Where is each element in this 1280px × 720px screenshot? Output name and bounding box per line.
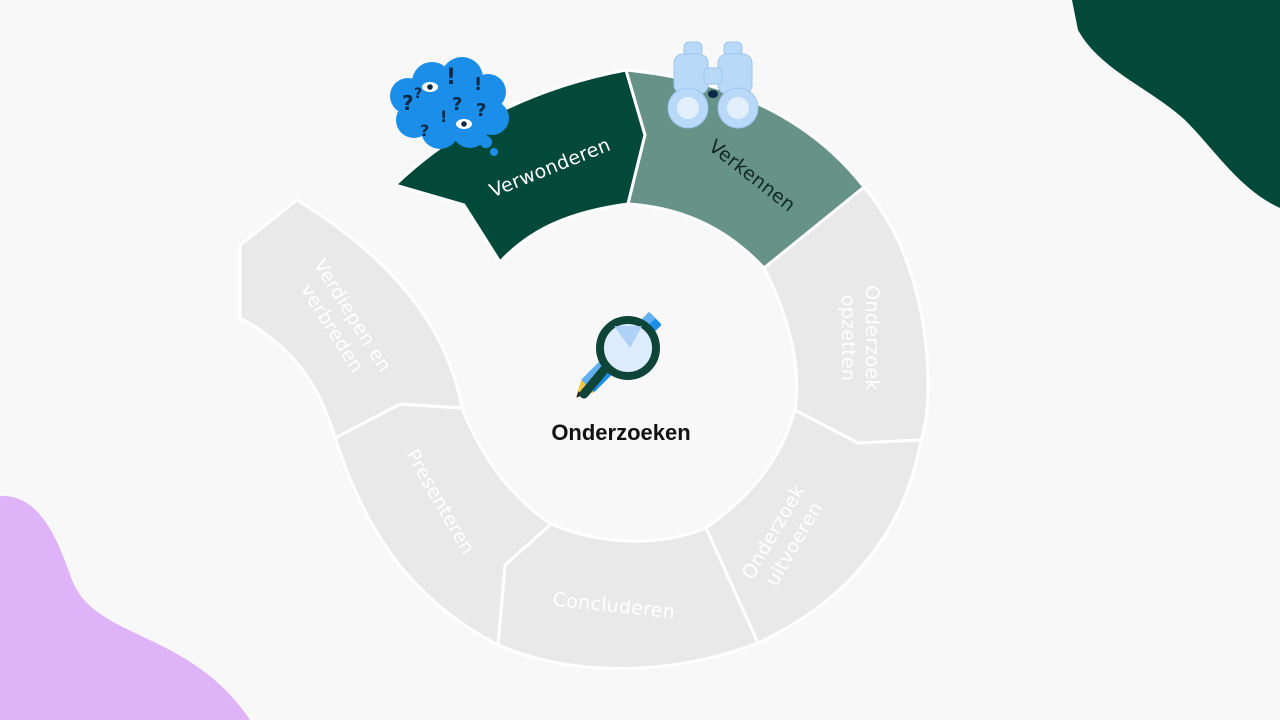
- purple-corner-blob: [0, 495, 250, 720]
- segment-presenteren[interactable]: [333, 402, 553, 647]
- thought-cloud-icon: ? ! ! ? ? ? ! ?: [390, 57, 509, 156]
- segment-onderzoek-uitvoeren[interactable]: [704, 408, 923, 645]
- svg-text:?: ?: [414, 86, 422, 102]
- svg-text:!: !: [440, 107, 447, 126]
- svg-text:?: ?: [420, 121, 429, 140]
- segment-onderzoek-opzetten[interactable]: [762, 185, 930, 445]
- svg-text:?: ?: [452, 94, 462, 115]
- svg-text:!: !: [446, 65, 456, 90]
- svg-text:?: ?: [402, 91, 414, 115]
- segment-label-line: opzetten: [837, 295, 859, 381]
- magnifier-pencil-icon: [576, 311, 662, 399]
- segment-verdiepen-en-verbreden[interactable]: [238, 198, 464, 440]
- binoculars-icon: [667, 41, 759, 129]
- svg-text:?: ?: [476, 100, 486, 121]
- segment-concluderen[interactable]: [496, 522, 760, 670]
- green-corner-blob: [1072, 0, 1280, 208]
- center-title: Onderzoeken: [551, 420, 690, 445]
- svg-text:!: !: [474, 74, 482, 95]
- segment-label-line: Onderzoek: [861, 285, 883, 391]
- segment-label-onderzoek-opzetten: Onderzoekopzetten: [837, 285, 883, 391]
